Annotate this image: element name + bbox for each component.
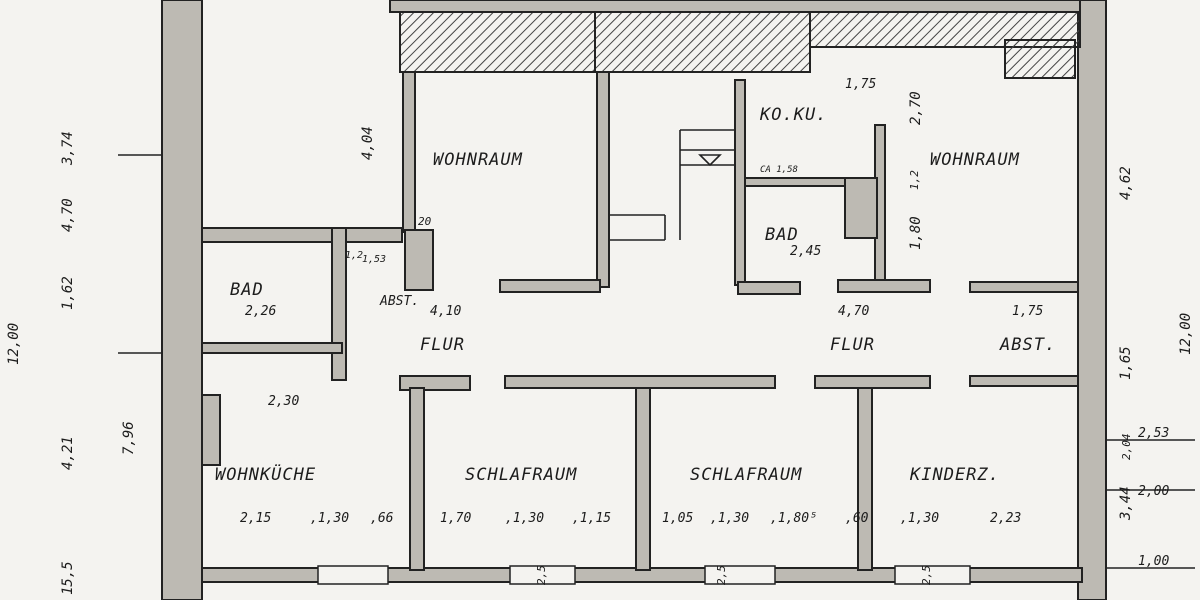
- dim-bottom-7: ,1,30: [710, 511, 749, 526]
- dim-bottom-4: ,1,30: [505, 511, 544, 526]
- wall-bad-left-top: [201, 227, 403, 243]
- dim-bottom-2: ,66: [370, 511, 394, 526]
- dim-right-5: 2,53: [1138, 426, 1169, 441]
- window-mark-1: 2,5: [715, 565, 728, 585]
- room-label-flur-left: FLUR: [420, 335, 465, 355]
- room-label-wohnraum-right: WOHNRAUM: [930, 150, 1020, 170]
- right-dimension-lines: [1106, 439, 1195, 569]
- dim-left-2: 4,70: [60, 198, 76, 232]
- wall-bad-left-bottom: [201, 342, 343, 354]
- wall-schlafraum-left: [409, 387, 425, 571]
- wall-schlafraum-mid: [635, 387, 651, 571]
- dim-bottom-3: 1,70: [440, 511, 471, 526]
- dim-bad-left-top: 1,2: [345, 250, 363, 261]
- wall-flur-bottom-1: [399, 375, 471, 391]
- stair-lines: [610, 129, 735, 241]
- dim-bad-left-small: 1,53: [362, 254, 386, 265]
- room-label-schlafraum-left: SCHLAFRAUM: [465, 465, 577, 485]
- balcony-right-end: [1004, 39, 1076, 79]
- room-label-kinderz: KINDERZ.: [909, 465, 1000, 485]
- dim-left-4: 4,21: [60, 436, 76, 470]
- dim-right-6: 2,00: [1138, 484, 1169, 499]
- dim-bottom-8: ,1,80⁵: [770, 511, 817, 526]
- dim-flur-right-width: 4,70: [838, 304, 869, 319]
- room-label-schlafraum-right: SCHLAFRAUM: [690, 465, 802, 485]
- exterior-walls: [161, 0, 1107, 600]
- wall-bad-left-right: [331, 227, 347, 381]
- wall-flur-right-top: [837, 279, 931, 293]
- dim-right-7: 1,00: [1138, 554, 1169, 569]
- room-label-abst-right: ABST.: [999, 335, 1056, 355]
- shaft-hatch: [844, 177, 878, 239]
- top-exterior-wall: [389, 0, 1081, 13]
- room-label-bad-right: BAD: [765, 225, 799, 245]
- dim-bottom-0: 2,15: [240, 511, 271, 526]
- chimney-hatch: [201, 394, 221, 466]
- dim-right-3: 1,65: [1118, 346, 1134, 380]
- dim-inner-3: 1,2: [908, 170, 921, 190]
- room-label-abst-left: ABST.: [379, 294, 419, 309]
- dim-left-5: 7,96: [121, 421, 137, 455]
- dim-right-4: 3,44: [1118, 486, 1134, 521]
- right-exterior-wall: [1077, 0, 1107, 600]
- left-window-marks: [118, 154, 162, 354]
- wall-wohnraum-left: [402, 71, 416, 233]
- interior-walls: [201, 71, 1079, 571]
- room-label-flur-right: FLUR: [830, 335, 875, 355]
- dim-bad-right-top: CA 1,58: [760, 165, 798, 175]
- wall-koku-left: [734, 79, 746, 286]
- top-balcony: [399, 11, 1081, 79]
- dim-bad-left-corner: 20: [418, 215, 432, 228]
- dim-bottom-10: ,1,30: [900, 511, 939, 526]
- wall-kinderz-left: [857, 387, 873, 571]
- room-label-koku: KO.KU.: [759, 105, 827, 125]
- bottom-dimension-row: 2,15 ,1,30 ,66 1,70 ,1,30 ,1,15 1,05 ,1,…: [240, 511, 1021, 526]
- dim-bottom-9: ,60: [845, 511, 869, 526]
- inner-vertical-dimensions: 4,04 2,70 1,80 1,2: [360, 91, 924, 250]
- dim-bottom-1: ,1,30: [310, 511, 349, 526]
- dim-left-1: 3,74: [60, 131, 76, 166]
- dim-right-1: 12,00: [1178, 313, 1194, 355]
- wall-flur-bottom-4: [969, 375, 1079, 387]
- wall-flur-bottom-2: [504, 375, 776, 389]
- dim-inner-2: 1,80: [908, 216, 924, 250]
- dim-inner-1: 2,70: [908, 91, 924, 125]
- dim-bottom-5: ,1,15: [572, 511, 611, 526]
- dim-left-6: 15,5: [60, 561, 76, 595]
- wall-abst-top: [969, 281, 1079, 293]
- right-vertical-dimensions: 4,62 12,00 2,04 1,65 3,44 2,53 2,00 1,00: [1118, 166, 1194, 569]
- window-mark-2: 2,5: [920, 565, 933, 585]
- room-label-wohnkuche: WOHNKÜCHE: [215, 463, 316, 485]
- dim-left-3: 1,62: [60, 276, 76, 310]
- left-vertical-dimensions: 12,00 3,74 4,70 1,62 4,21 7,96 15,5: [6, 131, 137, 595]
- dim-koku-small: 1,75: [845, 77, 876, 92]
- dim-bad-right-area: 2,45: [790, 244, 821, 259]
- room-label-bad-left: BAD: [230, 280, 264, 300]
- wall-flur-bottom-3: [814, 375, 931, 389]
- bottom-windows: [317, 565, 971, 585]
- dim-left-0: 12,00: [6, 323, 22, 365]
- room-label-wohnraum-left: WOHNRAUM: [433, 150, 523, 170]
- left-exterior-wall: [161, 0, 203, 600]
- dim-bad-left-area: 2,26: [245, 304, 276, 319]
- wall-wohnraum-right: [596, 71, 610, 288]
- stair-hatch: [594, 11, 811, 73]
- shaft-left-hatch: [404, 229, 434, 291]
- window-mark-0: 2,5: [535, 565, 548, 585]
- wall-flur-mid-top: [737, 281, 801, 295]
- dim-wohnkuche-width: 2,30: [268, 394, 299, 409]
- wall-flur-left-top: [499, 279, 601, 293]
- dim-bottom-6: 1,05: [662, 511, 693, 526]
- window-marks: 2,5 2,5 2,5: [535, 565, 933, 585]
- dim-flur-left-width: 4,10: [430, 304, 461, 319]
- dim-right-2: 2,04: [1120, 434, 1133, 461]
- dim-bottom-11: 2,23: [990, 511, 1021, 526]
- balcony-left: [399, 11, 596, 73]
- dim-abst-right-width: 1,75: [1012, 304, 1043, 319]
- dim-right-0: 4,62: [1118, 166, 1134, 200]
- dim-inner-0: 4,04: [360, 126, 376, 160]
